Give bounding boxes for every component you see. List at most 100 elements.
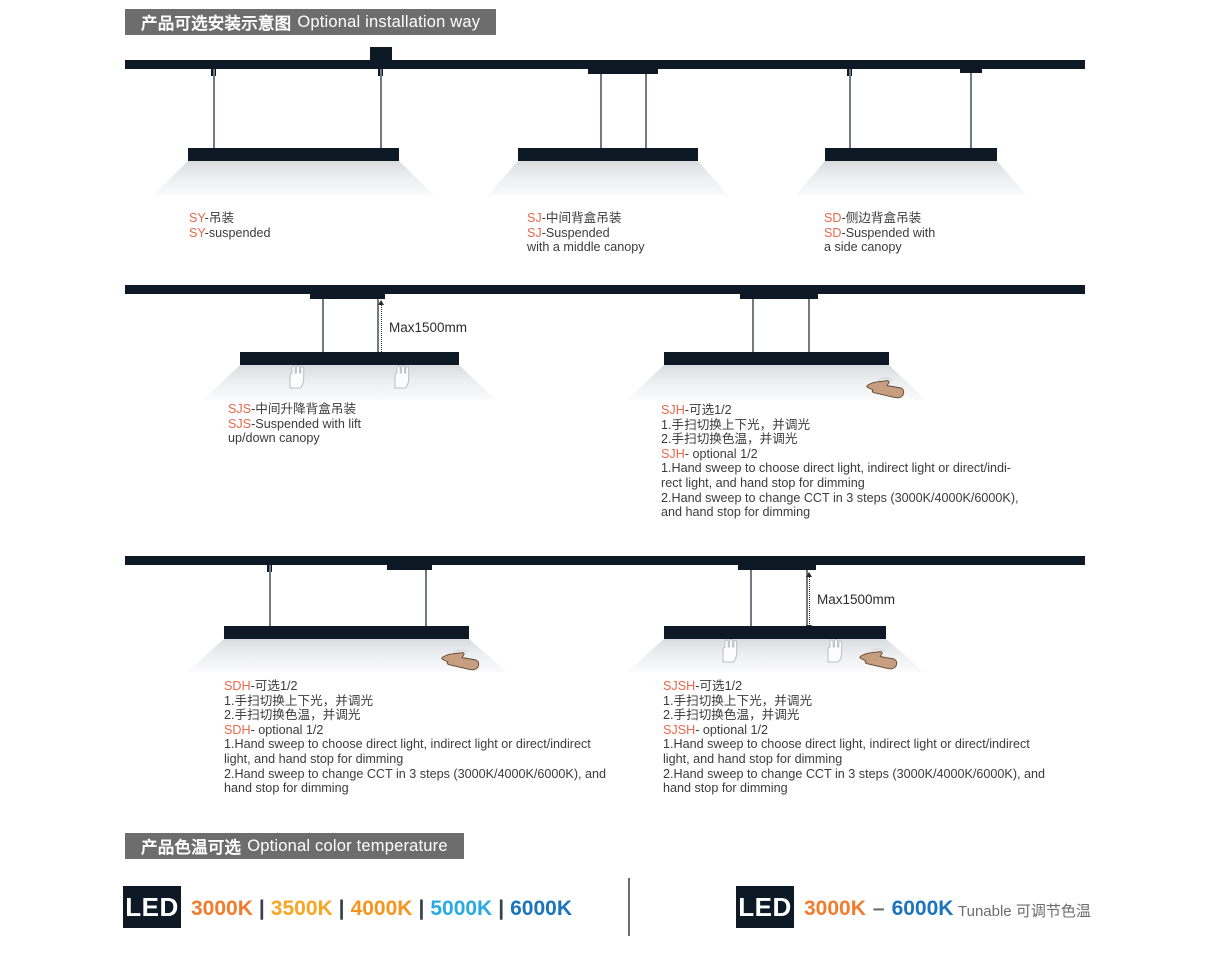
caption-line: SJH-可选1/2	[661, 403, 732, 417]
caption-line: a side canopy	[824, 240, 902, 255]
caption-line: 1.Hand sweep to choose direct light, ind…	[224, 737, 591, 752]
caption-line: SJS-Suspended with lift	[228, 416, 362, 431]
wire-sjsh-right	[806, 570, 808, 628]
caption-line: 1.手扫切换上下光，并调光	[661, 417, 811, 432]
canopy-sj-middle	[588, 60, 658, 74]
cct-value-5000k: 5000K	[430, 897, 493, 920]
cct-vertical-divider	[628, 878, 630, 936]
caption-line: SD-Suspended with	[824, 225, 936, 240]
section-header-cct-en: Optional color temperature	[247, 836, 448, 855]
caption-code: SJS	[228, 402, 252, 416]
hand-sweep-icon-sdh	[440, 646, 482, 676]
wire-sdh-left	[268, 565, 271, 628]
wire-sjsh-left	[750, 570, 752, 628]
caption-line: SY-suspended	[189, 225, 271, 240]
caption-line: SD-侧边背盒吊装	[824, 211, 922, 225]
caption-line: 2.Hand sweep to change CCT in 3 steps (3…	[224, 766, 607, 781]
caption-code: SJH	[661, 446, 685, 461]
wire-sdh-right	[425, 570, 427, 628]
cct-separator: |	[258, 897, 265, 920]
cct-value-3000k: 3000K	[191, 897, 253, 920]
hand-lift-icon-sjsh-right	[824, 639, 844, 668]
section-header-cct-cn: 产品色温可选	[141, 839, 242, 857]
caption-line: 1.手扫切换上下光，并调光	[224, 693, 374, 708]
caption-line: light, and hand stop for dimming	[663, 751, 843, 766]
caption-code: SDH	[224, 679, 251, 693]
tunable-note: Tunable 可调节色温	[958, 903, 1091, 920]
caption-code: SJSH	[663, 722, 696, 737]
cct-range-from: 3000K	[804, 897, 866, 920]
dimension-dots-sjs	[381, 304, 382, 354]
canopy-sd-side	[960, 60, 982, 73]
caption-line: 2.手扫切换色温，并调光	[663, 708, 800, 723]
hand-sweep-icon-sjsh	[858, 645, 900, 675]
cct-separator: |	[418, 897, 425, 920]
wire-sjh-left	[752, 299, 754, 354]
canopy-sjsh-lift	[738, 556, 816, 570]
caption-line: SDH- optional 1/2	[224, 722, 324, 737]
caption-line: 2.Hand sweep to change CCT in 3 steps (3…	[663, 766, 1046, 781]
dimension-arrow-up-sjs	[378, 300, 384, 305]
caption-code: SJH	[661, 403, 685, 417]
caption-line: SJS-中间升降背盒吊装	[228, 402, 357, 416]
section-header-installation-cn: 产品可选安装示意图	[141, 15, 292, 33]
caption-line: and hand stop for dimming	[661, 505, 811, 520]
canopy-sjh-middle	[740, 285, 818, 299]
caption-line: 2.手扫切换色温，并调光	[224, 708, 361, 723]
wire-sj-right	[645, 74, 647, 152]
wire-sjs-right	[377, 299, 379, 354]
caption-code: SY	[189, 211, 205, 225]
caption-line: 2.手扫切换色温，并调光	[661, 432, 798, 447]
cct-value-list: 3000K|3500K|4000K|5000K|6000K	[191, 897, 572, 921]
caption-line: 2.Hand sweep to change CCT in 3 steps (3…	[661, 490, 1019, 505]
caption-line: SJSH-可选1/2	[663, 679, 743, 693]
wire-sy-right	[379, 69, 382, 152]
led-badge-left-label: LED	[125, 892, 179, 922]
section-header-installation: 产品可选安装示意图 Optional installation way	[125, 9, 497, 35]
led-badge-right: LED	[736, 886, 794, 928]
lightcone-sj	[487, 161, 729, 196]
caption-line: hand stop for dimming	[663, 781, 788, 796]
wire-sd-left	[848, 69, 851, 152]
hand-lift-icon-sjsh-left	[719, 639, 739, 668]
fixture-sj	[518, 148, 698, 161]
caption-line: 1.Hand sweep to choose direct light, ind…	[663, 737, 1030, 752]
canopy-sjs-lift	[310, 285, 385, 299]
dimension-label-sjs: Max1500mm	[389, 320, 468, 335]
wire-sjs-left	[322, 299, 324, 354]
caption-code: SJSH	[663, 679, 696, 693]
section-header-cct: 产品色温可选 Optional color temperature	[125, 833, 464, 859]
cct-value-3500k: 3500K	[270, 897, 333, 920]
caption-code: SD	[824, 211, 842, 225]
section-header-installation-en: Optional installation way	[297, 12, 481, 31]
hand-lift-icon-sjs-left	[286, 365, 306, 394]
caption-code: SDH	[224, 722, 251, 737]
cct-value-6000k: 6000K	[510, 897, 573, 920]
caption-line: SJ-Suspended	[527, 225, 610, 240]
ceiling-track-row-3	[125, 556, 1085, 565]
caption-line: light, and hand stop for dimming	[224, 751, 404, 766]
canopy-sdh-side	[387, 556, 432, 570]
fixture-sd	[825, 148, 997, 161]
caption-line: SJ-中间背盒吊装	[527, 211, 622, 225]
fixture-sjh	[664, 352, 889, 365]
hand-lift-icon-sjs-right	[391, 365, 411, 394]
fixture-sjsh	[664, 626, 886, 639]
canopy-sy	[370, 47, 392, 60]
wire-sjh-right	[808, 299, 810, 354]
led-badge-right-label: LED	[738, 892, 792, 922]
caption-line: hand stop for dimming	[224, 781, 349, 796]
led-badge-left: LED	[123, 886, 181, 928]
dimension-arrow-up-sjsh	[806, 572, 812, 577]
caption-code: SJS	[228, 416, 252, 431]
wire-sy-left	[212, 69, 215, 152]
cct-separator: |	[338, 897, 345, 920]
caption-code: SJ	[527, 211, 542, 225]
cct-range-dash: –	[872, 897, 885, 920]
